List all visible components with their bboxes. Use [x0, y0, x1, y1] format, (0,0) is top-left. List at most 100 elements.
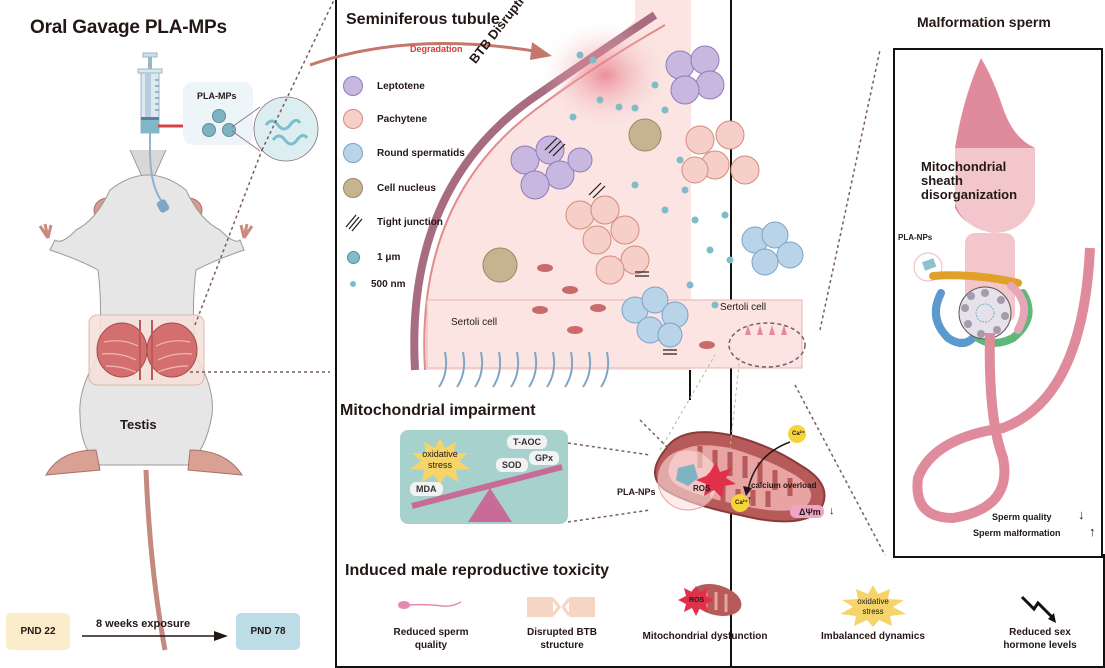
- calcium-ion-in-label: Ca²⁺: [735, 500, 748, 506]
- toxicity-item-mitochondrial: Mitochondrial dysfunction: [630, 630, 780, 643]
- particle-500nm-icon: [341, 272, 365, 296]
- pla-mps-label: PLA-MPs: [197, 91, 237, 101]
- ros-badge-label: ROS: [689, 597, 705, 604]
- toxicity-item-line1: Reduced sperm: [393, 627, 469, 638]
- sheath-label-line3: disorganization: [921, 187, 1018, 202]
- testis-label: Testis: [120, 417, 157, 432]
- timeline-arrow-label: 8 weeks exposure: [96, 618, 191, 630]
- toxicity-item-line1: Imbalanced dynamics: [821, 631, 925, 642]
- leptotene-cell-icon: [341, 74, 365, 98]
- pla-nps-label: PLA-NPs: [617, 487, 656, 497]
- mda-pill: MDA: [410, 482, 443, 496]
- toxicity-item-line2: quality: [414, 640, 448, 651]
- toxicity-item-sperm-quality: Reduced sperm quality: [376, 626, 486, 652]
- toxicity-frame: [335, 554, 1105, 668]
- toxicity-item-line1: Disrupted BTB: [527, 627, 597, 638]
- sertoli-cell-label-left: Sertoli cell: [451, 317, 498, 328]
- timeline-start-label: PND 22: [20, 626, 56, 637]
- seesaw-icon: [411, 464, 563, 522]
- toxicity-item-line2: hormone levels: [1003, 640, 1077, 651]
- timeline-start-badge: PND 22: [6, 613, 70, 650]
- toxicity-item-line1: Mitochondrial dysfunction: [642, 631, 768, 642]
- mouse-illustration: [38, 149, 330, 651]
- oxidative-stress-label: oxidative stress: [418, 449, 462, 471]
- calcium-ion-label: Ca²⁺: [792, 431, 805, 437]
- pla-mps-box: PLA-MPs: [183, 82, 253, 145]
- redox-seesaw-panel: oxidative stress T-AOC SOD GPx MDA: [400, 430, 568, 524]
- membrane-potential-label: ΔΨm: [799, 507, 821, 517]
- oxidative-stress-burst-icon: [410, 438, 470, 484]
- membrane-potential-down-arrow: ↓: [829, 505, 835, 517]
- stress-label-line2: stress: [427, 460, 452, 470]
- legend-item: 500 nm: [341, 272, 405, 296]
- legend-item: Pachytene: [341, 107, 427, 131]
- sheath-label-line1: Mitochondrial: [921, 159, 1007, 174]
- seminiferous-tubule-illustration: [410, 0, 806, 388]
- mitochondrion-ros-icon: [678, 584, 742, 616]
- toxicity-item-hormone: Reduced sex hormone levels: [980, 626, 1100, 652]
- sperm-malformation-up-arrow: ↑: [1089, 524, 1096, 539]
- burst-label: oxidative stress: [851, 597, 895, 617]
- legend-item: Cell nucleus: [341, 176, 436, 200]
- cell-nucleus-icon: [341, 176, 365, 200]
- calcium-overload-label: calcium overload: [751, 481, 817, 490]
- toxicity-item-line1: Reduced sex: [1009, 627, 1071, 638]
- t-aoc-pill: T-AOC: [507, 435, 547, 449]
- sperm-pla-nps-label: PLA-NPs: [898, 233, 933, 242]
- burst-label-line2: stress: [862, 607, 884, 616]
- legend-label: Round spermatids: [377, 147, 465, 159]
- legend-label: Tight junction: [377, 216, 443, 228]
- toxicity-title: Induced male reproductive toxicity: [345, 562, 610, 579]
- tight-junction-icon: [341, 210, 365, 234]
- sheath-label-line2: sheath: [921, 173, 963, 188]
- syringe-icon: [137, 52, 163, 170]
- legend-label: Pachytene: [377, 113, 428, 125]
- ros-label: ROS: [693, 484, 711, 493]
- malformation-sperm-title: Malformation sperm: [917, 14, 1051, 30]
- sod-pill: SOD: [496, 458, 528, 472]
- sperm-icon: [398, 601, 462, 609]
- sperm-malformation-label: Sperm malformation: [973, 528, 1061, 538]
- calcium-up-arrow: ↑: [747, 494, 753, 506]
- legend-item: Tight junction: [341, 210, 443, 234]
- sperm-quality-down-arrow: ↓: [1078, 507, 1085, 522]
- legend-label: Cell nucleus: [377, 182, 436, 194]
- oral-gavage-title: Oral Gavage PLA-MPs: [30, 17, 227, 38]
- pachytene-cell-icon: [341, 107, 365, 131]
- timeline-end-label: PND 78: [250, 626, 286, 637]
- malformed-sperm-illustration: [912, 58, 1095, 524]
- magnified-particle: [231, 96, 319, 162]
- legend-label: Leptotene: [377, 80, 425, 92]
- oxidative-stress-burst-icon: [840, 585, 906, 627]
- sertoli-cell-label-right: Sertoli cell: [720, 302, 767, 313]
- legend-item: Leptotene: [341, 74, 425, 98]
- legend-item: Round spermatids: [341, 141, 465, 165]
- stress-label-line1: oxidative: [422, 449, 458, 459]
- gpx-pill: GPx: [529, 451, 560, 465]
- toxicity-item-btb: Disrupted BTB structure: [507, 626, 617, 652]
- mito-impairment-title: Mitochondrial impairment: [340, 402, 536, 419]
- sheath-disorganization-label: Mitochondrial sheath disorganization: [921, 160, 1017, 202]
- broken-barrier-icon: [527, 597, 595, 617]
- particle: [212, 109, 226, 123]
- round-spermatid-icon: [341, 141, 365, 165]
- tubule-title: Seminiferous tubule: [346, 11, 500, 28]
- timeline-arrow: [82, 631, 228, 641]
- toxicity-item-dynamics: Imbalanced dynamics: [808, 630, 938, 643]
- connector-lines: [567, 49, 886, 556]
- particle-1um-icon: [341, 245, 365, 269]
- degradation-label: Degradation: [410, 44, 463, 54]
- tubule-legend: Leptotene Pachytene Round spermatids Cel…: [341, 74, 491, 294]
- legend-label: 1 μm: [377, 251, 401, 263]
- declining-arrow-icon: [1020, 595, 1056, 623]
- connector-line: [261, 0, 335, 151]
- sperm-frame: [893, 48, 1103, 558]
- toxicity-item-line2: structure: [540, 640, 584, 651]
- legend-item: 1 μm: [341, 245, 400, 269]
- legend-label: 500 nm: [371, 278, 406, 290]
- particle: [202, 123, 216, 137]
- burst-label-line1: oxidative: [857, 597, 889, 606]
- timeline-end-badge: PND 78: [236, 613, 300, 650]
- sperm-quality-label: Sperm quality: [992, 512, 1052, 522]
- mitochondrion-illustration: [639, 419, 826, 523]
